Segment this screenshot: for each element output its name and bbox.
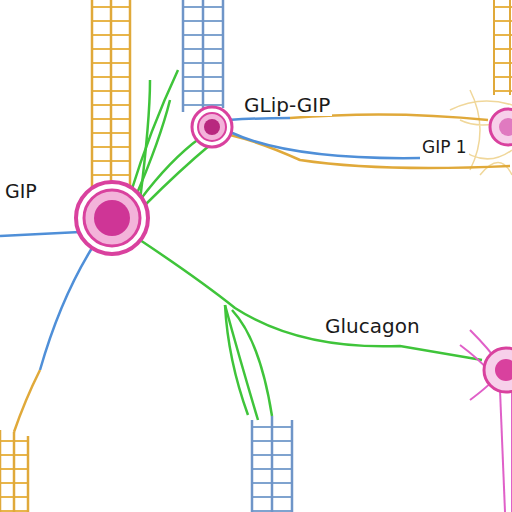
text-label: GIP	[3, 181, 39, 202]
blue-ladder	[183, 0, 223, 112]
yellow-ladder	[92, 0, 130, 200]
dendrites	[130, 70, 482, 420]
text-label: GIP 1	[420, 138, 469, 157]
text-label: GLip-GIP	[242, 94, 332, 116]
yellow-ladder	[0, 430, 28, 512]
cell-body	[76, 182, 148, 254]
axons	[0, 114, 510, 432]
text-label: Glucagon	[323, 315, 422, 337]
cell-body	[490, 109, 512, 145]
blue-ladder	[252, 416, 292, 512]
cell-body	[484, 348, 512, 392]
cell-body	[192, 107, 232, 147]
